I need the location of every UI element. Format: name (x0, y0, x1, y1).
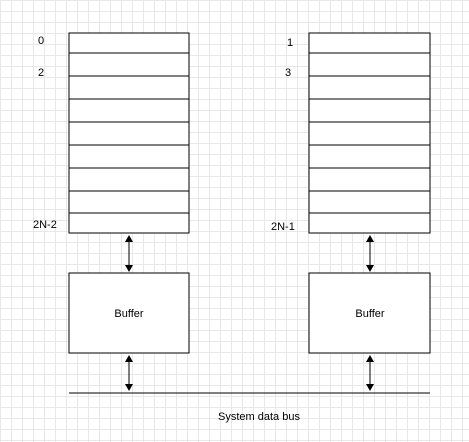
left-buffer: Buffer (68, 272, 190, 354)
right-bank-address-label: 3 (285, 67, 291, 79)
right-buffer-label: Buffer (355, 308, 384, 320)
left-bank-address-label: 0 (38, 35, 44, 47)
right-bank-outline (308, 32, 431, 234)
right-buffer-box (308, 272, 431, 354)
right-memory-bank: 1 3 2N-1 (271, 32, 431, 234)
left-buffer-label: Buffer (114, 308, 143, 320)
left-memory-bank: 0 2 2N-2 (33, 32, 190, 234)
right-bank-address-label: 1 (287, 37, 293, 49)
left-bank-address-label: 2N-2 (33, 219, 57, 231)
left-bank-outline (68, 32, 190, 234)
left-bank-address-label: 2 (38, 67, 44, 79)
system-data-bus-label: System data bus (218, 411, 300, 423)
left-buffer-box (68, 272, 190, 354)
right-bank-address-label: 2N-1 (271, 221, 295, 233)
right-buffer: Buffer (308, 272, 431, 354)
